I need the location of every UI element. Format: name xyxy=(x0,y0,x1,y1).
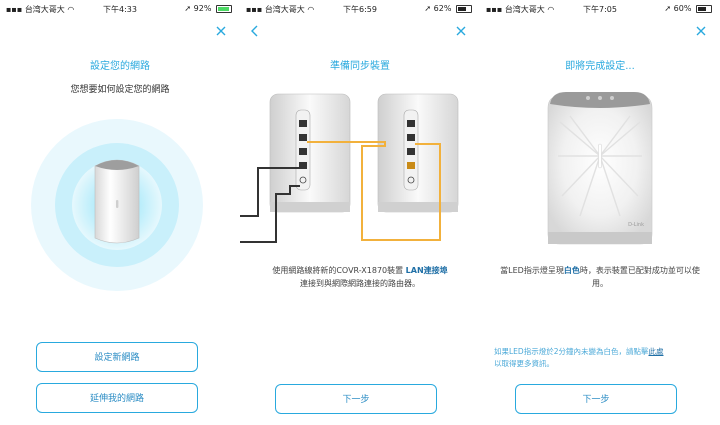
device-led-illustration: D-Link xyxy=(547,92,653,245)
next-button[interactable]: 下一步 xyxy=(515,384,677,414)
status-time: 下午6:59 xyxy=(343,5,377,14)
page-title: 即將完成設定... xyxy=(565,61,635,72)
close-icon[interactable] xyxy=(454,24,468,38)
status-bar: ▪▪▪ 台湾大哥大 ◠ 下午7:05 ➚ 60% xyxy=(480,0,720,18)
battery-percent: 62% xyxy=(433,4,452,13)
battery-icon xyxy=(216,4,232,13)
lan-port-highlight: LAN連接埠 xyxy=(405,266,448,275)
signal-icon: ▪▪▪ xyxy=(6,5,23,14)
battery-icon xyxy=(696,4,712,13)
wifi-icon: ◠ xyxy=(67,5,75,14)
carrier-label: ▪▪▪ 台湾大哥大 ◠ xyxy=(246,5,315,14)
close-icon[interactable] xyxy=(694,24,708,38)
carrier-label: ▪▪▪ 台湾大哥大 ◠ xyxy=(6,5,75,14)
page-title: 設定您的網路 xyxy=(90,61,150,72)
extend-network-button[interactable]: 延伸我的網路 xyxy=(36,383,198,413)
setup-network-screen: ▪▪▪ 台湾大哥大 ◠ 下午4:33 ➚ 92% 設定您的網路 您想要如何設定您… xyxy=(0,0,240,425)
almost-done-screen: ▪▪▪ 台湾大哥大 ◠ 下午7:05 ➚ 60% 即將完成設定... xyxy=(480,0,720,425)
location-icon: ➚ xyxy=(424,4,432,13)
status-time: 下午4:33 xyxy=(103,5,137,14)
battery-percent: 60% xyxy=(673,4,692,13)
led-instruction-text: 當LED指示燈呈現白色時，表示裝置已配對成功並可以使用。 xyxy=(500,266,700,288)
location-icon: ➚ xyxy=(184,4,192,13)
page-subtitle: 您想要如何設定您的網路 xyxy=(70,85,170,95)
led-help-note: 如果LED指示燈於2分鐘內未變為白色，請點擊此處 以取得更多資訊。 xyxy=(494,347,664,368)
device-illustration xyxy=(31,119,203,291)
close-icon[interactable] xyxy=(214,24,228,38)
status-right: ➚ 92% xyxy=(184,4,232,13)
carrier-label: ▪▪▪ 台湾大哥大 ◠ xyxy=(486,5,555,14)
setup-new-network-button[interactable]: 設定新網路 xyxy=(36,342,198,372)
status-bar: ▪▪▪ 台湾大哥大 ◠ 下午6:59 ➚ 62% xyxy=(240,0,480,18)
wifi-icon: ◠ xyxy=(307,5,315,14)
location-icon: ➚ xyxy=(664,4,672,13)
help-link[interactable]: 此處 xyxy=(648,347,664,356)
back-icon[interactable] xyxy=(248,24,262,38)
status-bar: ▪▪▪ 台湾大哥大 ◠ 下午4:33 ➚ 92% xyxy=(0,0,240,18)
next-button[interactable]: 下一步 xyxy=(275,384,437,414)
wifi-icon: ◠ xyxy=(547,5,555,14)
cable-connection-illustration xyxy=(240,93,459,243)
battery-percent: 92% xyxy=(193,4,212,13)
status-right: ➚ 62% xyxy=(424,4,472,13)
status-time: 下午7:05 xyxy=(583,5,617,14)
white-led-highlight: 白色 xyxy=(563,266,580,275)
battery-icon xyxy=(456,4,472,13)
signal-icon: ▪▪▪ xyxy=(486,5,503,14)
status-right: ➚ 60% xyxy=(664,4,712,13)
instruction-text: 使用網路線將新的COVR-X1870裝置 LAN連接埠 連接到與網際網路連接的路… xyxy=(272,266,448,288)
prepare-sync-screen: ▪▪▪ 台湾大哥大 ◠ 下午6:59 ➚ 62% 準備同步裝置 xyxy=(240,0,480,425)
signal-icon: ▪▪▪ xyxy=(246,5,263,14)
device-brand-label: D-Link xyxy=(628,222,644,228)
page-title: 準備同步裝置 xyxy=(330,61,390,72)
